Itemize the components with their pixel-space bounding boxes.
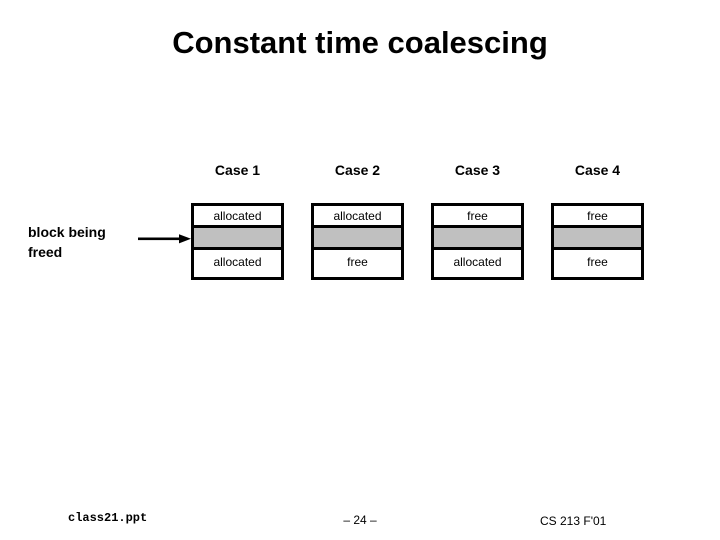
footer-page-number: – 24 – [343, 513, 377, 527]
case-4-freed-block [554, 228, 641, 250]
case-2-successor-label: free [314, 250, 401, 275]
case-block-1: allocated allocated [191, 203, 284, 280]
case-1-predecessor-label: allocated [194, 206, 281, 228]
case-1-successor-label: allocated [194, 250, 281, 275]
case-3-successor-label: allocated [434, 250, 521, 275]
case-diagram-row: allocated allocated allocated free free … [191, 203, 644, 280]
case-header-3: Case 3 [454, 162, 501, 178]
arrow-right-icon [138, 232, 192, 246]
case-header-row: Case 1 Case 2 Case 3 Case 4 [191, 160, 644, 182]
case-1-freed-block [194, 228, 281, 250]
case-block-4: free free [551, 203, 644, 280]
case-header-2: Case 2 [334, 162, 381, 178]
freed-block-annotation: block being freed [28, 222, 138, 262]
case-4-predecessor-label: free [554, 206, 641, 228]
case-2-predecessor-label: allocated [314, 206, 401, 228]
case-header-1: Case 1 [214, 162, 261, 178]
freed-block-annotation-line-2: freed [28, 244, 63, 260]
footer-filename: class21.ppt [68, 511, 148, 525]
case-3-freed-block [434, 228, 521, 250]
case-4-successor-label: free [554, 250, 641, 275]
case-2-freed-block [314, 228, 401, 250]
case-block-2: allocated free [311, 203, 404, 280]
case-header-4: Case 4 [574, 162, 621, 178]
footer-course-label: CS 213 F'01 [540, 514, 607, 528]
freed-block-annotation-line-1: block being [28, 224, 106, 240]
page-title: Constant time coalescing [172, 25, 548, 60]
case-3-predecessor-label: free [434, 206, 521, 228]
case-block-3: free allocated [431, 203, 524, 280]
